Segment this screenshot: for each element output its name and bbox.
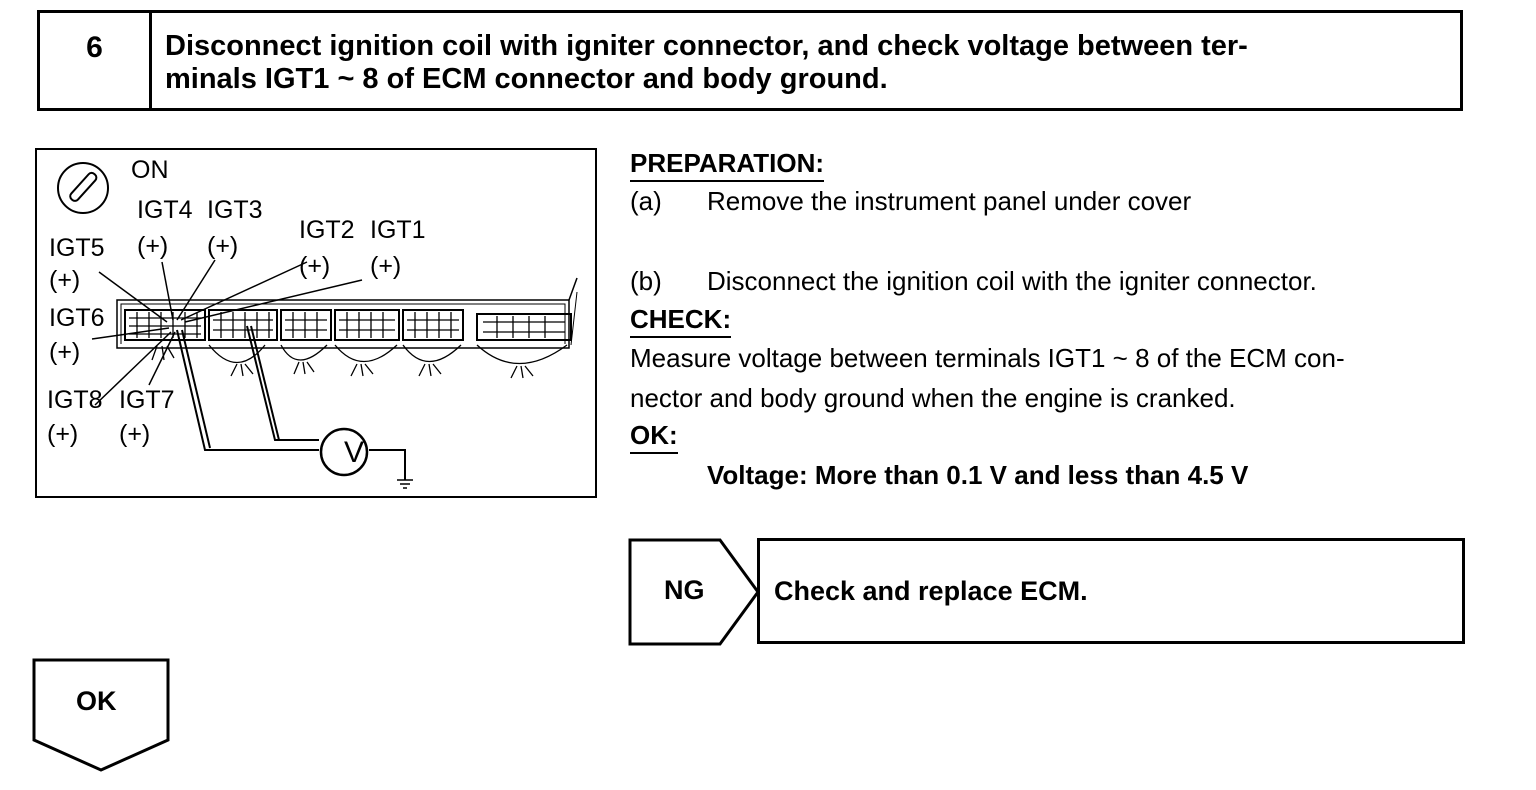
label-igt6-polarity: (+) (49, 338, 81, 366)
ecm-wiring-diagram: ON V IGT4 IGT3 IGT2 IGT1 IGT5 (+) (+) (+… (35, 148, 597, 498)
switch-on-label: ON (131, 156, 169, 184)
step-header: 6 Disconnect ignition coil with igniter … (37, 10, 1463, 111)
step-title: Disconnect ignition coil with igniter co… (152, 13, 1460, 108)
step-title-line-1: Disconnect ignition coil with igniter co… (165, 30, 1248, 62)
label-igt6: IGT6 (49, 304, 105, 332)
ok-label: OK (76, 686, 117, 716)
ng-label: NG (664, 575, 705, 605)
item-a-tag: (a) (630, 186, 662, 216)
terminal-pointer-lines (91, 259, 363, 406)
item-a-text: Remove the instrument panel under cover (707, 186, 1192, 216)
ng-action-box: Check and replace ECM. (757, 538, 1465, 644)
ng-action-text: Check and replace ECM. (774, 575, 1088, 606)
check-text: Measure voltage between terminals IGT1 ~… (630, 338, 1470, 418)
voltmeter-icon (319, 427, 369, 477)
voltmeter-label: V (344, 436, 365, 469)
label-igt5-polarity: (+) (49, 266, 81, 294)
step-title-line-2: minals IGT1 ~ 8 of ECM connector and bod… (165, 63, 888, 95)
wire-harness-icon (151, 344, 568, 379)
check-heading: CHECK: (630, 304, 732, 338)
item-b-tag: (b) (630, 266, 662, 296)
check-text-line-1: Measure voltage between terminals IGT1 ~… (630, 343, 1345, 373)
label-igt8-polarity: (+) (47, 420, 79, 448)
ng-arrow-box (628, 538, 760, 646)
preparation-item-a: (a) Remove the instrument panel under cov… (630, 186, 1191, 216)
ok-heading: OK: (630, 420, 678, 454)
ignition-switch-icon (57, 162, 109, 214)
step-number: 6 (40, 13, 152, 108)
label-igt8: IGT8 (47, 386, 103, 414)
preparation-heading: PREPARATION: (630, 148, 825, 182)
test-leads (176, 325, 406, 480)
label-igt2-polarity: (+) (299, 252, 331, 280)
ok-arrow-box (32, 658, 170, 772)
item-b-text: Disconnect the ignition coil with the ig… (707, 266, 1317, 296)
ground-icon (397, 479, 413, 489)
check-text-line-2: nector and body ground when the engine i… (630, 383, 1236, 413)
label-igt2: IGT2 (299, 216, 355, 244)
label-igt3-polarity: (+) (207, 232, 239, 260)
label-igt4-polarity: (+) (137, 232, 169, 260)
label-igt7-polarity: (+) (119, 420, 151, 448)
label-igt1: IGT1 (370, 216, 426, 244)
diagram-drawing (57, 162, 578, 489)
ok-spec-text: Voltage: More than 0.1 V and less than 4… (707, 460, 1249, 490)
label-igt3: IGT3 (207, 196, 263, 224)
label-igt7: IGT7 (119, 386, 175, 414)
preparation-item-b: (b) Disconnect the ignition coil with the… (630, 266, 1317, 296)
label-igt5: IGT5 (49, 234, 105, 262)
label-igt1-polarity: (+) (370, 252, 402, 280)
ecm-connector-block-icon (116, 277, 578, 349)
label-igt4: IGT4 (137, 196, 193, 224)
